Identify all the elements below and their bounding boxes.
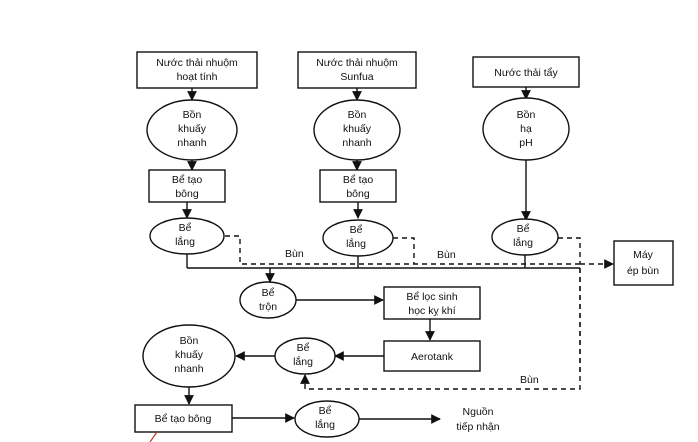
svg-text:Bùn: Bùn bbox=[437, 249, 456, 261]
svg-text:Bùn: Bùn bbox=[285, 248, 304, 260]
node-wastewater-sulfur-dye: Nước thải nhuộm Sunfua bbox=[297, 51, 417, 89]
svg-text:Bể: Bể bbox=[297, 342, 310, 354]
svg-text:nhanh: nhanh bbox=[174, 363, 203, 375]
node-flocculation-tank-1: Bể tạo bông bbox=[148, 169, 226, 203]
node-rapid-mix-tank-3: Bồn khuấy nhanh bbox=[142, 324, 236, 388]
node-wastewater-bleaching: Nước thải tẩy bbox=[472, 56, 580, 88]
svg-text:Bể: Bể bbox=[179, 222, 192, 234]
svg-text:nhanh: nhanh bbox=[342, 137, 371, 149]
node-flocculation-tank-3: Bể tạo bông bbox=[134, 404, 233, 433]
svg-text:Bể: Bể bbox=[517, 223, 530, 235]
svg-text:Máy: Máy bbox=[633, 249, 654, 261]
svg-text:Bồn: Bồn bbox=[180, 335, 199, 347]
svg-text:Nước thải nhuộm: Nước thải nhuộm bbox=[316, 57, 398, 69]
node-mixing-tank: Bể trộn bbox=[239, 281, 297, 319]
edge-label-sludge-1: Bùn bbox=[285, 248, 304, 260]
svg-text:Nguồn: Nguồn bbox=[463, 406, 494, 418]
svg-text:hoạt tính: hoạt tính bbox=[177, 71, 218, 83]
svg-text:Nước thải tẩy: Nước thải tẩy bbox=[494, 67, 558, 79]
svg-text:Bể: Bể bbox=[262, 287, 275, 299]
pen-mark bbox=[149, 431, 158, 442]
node-wastewater-reactive-dye: Nước thải nhuộm hoạt tính bbox=[136, 51, 258, 89]
svg-text:tiếp nhận: tiếp nhận bbox=[456, 421, 499, 433]
node-receiving-source: Nguồn tiếp nhận bbox=[456, 406, 499, 433]
svg-text:Nước thải nhuộm: Nước thải nhuộm bbox=[156, 57, 238, 69]
node-rapid-mix-tank-1: Bồn khuấy nhanh bbox=[146, 99, 238, 161]
svg-text:Sunfua: Sunfua bbox=[340, 71, 373, 83]
svg-text:Bồn: Bồn bbox=[517, 109, 536, 121]
node-settling-tank-1: Bể lắng bbox=[149, 217, 225, 255]
svg-text:Bồn: Bồn bbox=[183, 109, 202, 121]
svg-text:Bùn: Bùn bbox=[520, 374, 539, 386]
node-ph-reduction-tank: Bồn hạ pH bbox=[482, 97, 570, 161]
node-settling-tank-4: Bể lắng bbox=[274, 337, 336, 375]
svg-text:học kỵ khí: học kỵ khí bbox=[408, 305, 455, 317]
svg-text:bông: bông bbox=[346, 188, 370, 200]
svg-text:nhanh: nhanh bbox=[177, 137, 206, 149]
svg-text:ép bùn: ép bùn bbox=[627, 265, 659, 277]
svg-text:Bể: Bể bbox=[319, 405, 332, 417]
node-aerotank: Aerotank bbox=[383, 340, 481, 372]
edge-label-sludge-3: Bùn bbox=[520, 374, 539, 386]
svg-text:lắng: lắng bbox=[175, 235, 195, 248]
svg-text:hạ: hạ bbox=[520, 123, 532, 135]
svg-text:lắng: lắng bbox=[346, 237, 366, 250]
svg-text:Bể tạo bông: Bể tạo bông bbox=[155, 413, 212, 425]
node-sludge-press: Máy ép bùn bbox=[613, 240, 674, 286]
svg-text:Bể tạo: Bể tạo bbox=[343, 174, 374, 186]
svg-text:lắng: lắng bbox=[293, 355, 313, 368]
svg-text:trộn: trộn bbox=[259, 301, 277, 313]
svg-text:Bể: Bể bbox=[350, 224, 363, 236]
node-anaerobic-bio-filter: Bể lọc sinh học kỵ khí bbox=[383, 286, 481, 320]
svg-text:pH: pH bbox=[519, 137, 532, 149]
edge-label-sludge-2: Bùn bbox=[437, 249, 456, 261]
svg-text:bông: bông bbox=[175, 188, 199, 200]
svg-text:khuấy: khuấy bbox=[343, 123, 372, 135]
svg-text:Bể tạo: Bể tạo bbox=[172, 174, 203, 186]
node-settling-tank-5: Bể lắng bbox=[294, 400, 360, 438]
node-rapid-mix-tank-2: Bồn khuấy nhanh bbox=[313, 99, 401, 161]
node-settling-tank-2: Bể lắng bbox=[322, 219, 394, 257]
svg-text:khuấy: khuấy bbox=[175, 349, 204, 361]
svg-text:lắng: lắng bbox=[513, 236, 533, 249]
svg-text:Bể lọc sinh: Bể lọc sinh bbox=[406, 291, 458, 303]
node-flocculation-tank-2: Bể tạo bông bbox=[319, 169, 397, 203]
svg-text:khuấy: khuấy bbox=[178, 123, 207, 135]
svg-text:Aerotank: Aerotank bbox=[411, 351, 454, 363]
svg-text:lắng: lắng bbox=[315, 418, 335, 431]
node-settling-tank-3: Bể lắng bbox=[491, 218, 559, 256]
svg-text:Bồn: Bồn bbox=[348, 109, 367, 121]
